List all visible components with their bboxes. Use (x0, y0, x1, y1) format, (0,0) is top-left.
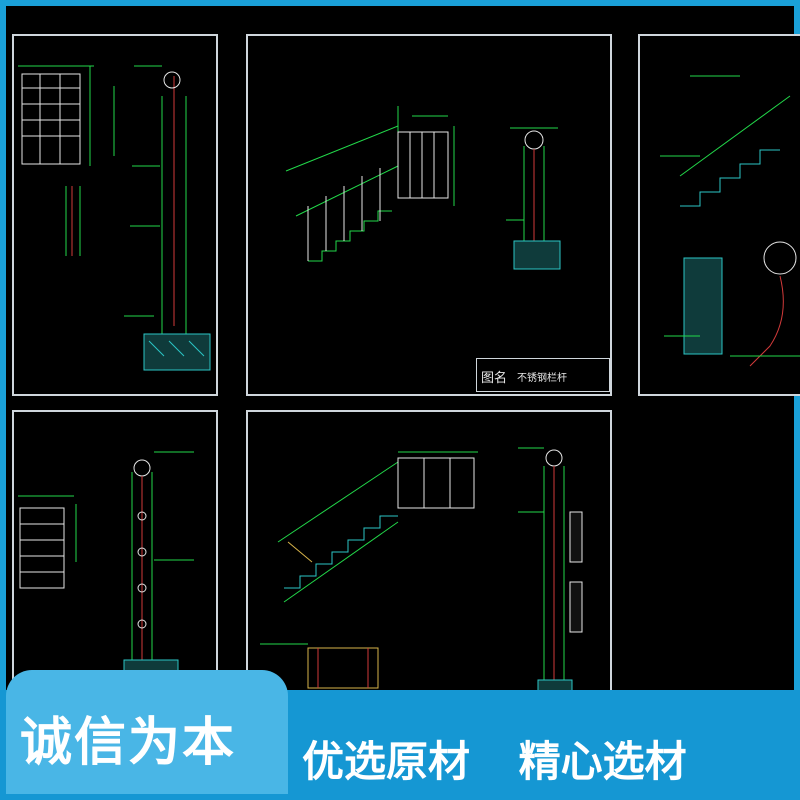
title-block: 图名 不锈钢栏杆 (476, 358, 610, 392)
banner-slogan-left: 诚信为本 (20, 713, 237, 773)
sheet-2-drawing (285, 106, 561, 270)
drawing-sheet-1 (12, 34, 218, 396)
sheet-3-drawing (660, 75, 800, 367)
title-block-label: 图名 (481, 371, 508, 386)
banner-slogan-right-1: 优选原材 (302, 737, 471, 786)
sheet-5-drawing (260, 447, 583, 697)
drawing-sheet-2: 图名 不锈钢栏杆 (246, 34, 612, 396)
banner-slogan-right-2: 精心选材 (518, 737, 687, 786)
banner-slogan-right: 优选原材 精心选材 (302, 728, 721, 789)
drawing-sheet-3 (638, 34, 800, 396)
drawing-sheet-4 (12, 410, 218, 696)
title-block-name: 不锈钢栏杆 (517, 373, 567, 384)
promo-banner-tab (6, 670, 288, 794)
sheet-1-drawing (18, 65, 211, 371)
drawing-sheet-5 (246, 410, 612, 697)
sheet-4-drawing (18, 451, 194, 675)
